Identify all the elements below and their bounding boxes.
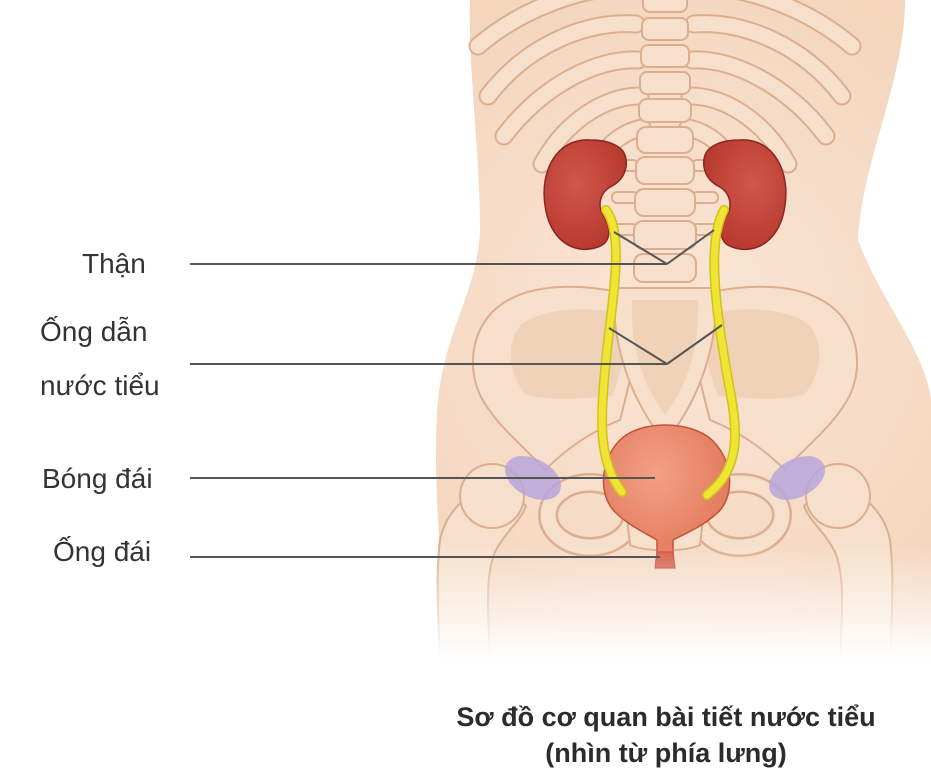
label-ureter-line1: Ống dẫn (40, 315, 147, 347)
vertebra (634, 221, 696, 249)
body-illustration (436, 0, 931, 662)
vertebra (642, 18, 688, 40)
vertebra (637, 127, 693, 153)
label-kidney: Thận (82, 248, 146, 279)
caption-subtitle: (nhìn từ phía lưng) (545, 738, 787, 768)
vertebra (636, 157, 694, 184)
label-bladder: Bóng đái (42, 463, 153, 494)
label-ureter-line2: nước tiểu (40, 370, 160, 401)
vertebra (634, 254, 696, 282)
vertebra (640, 72, 690, 94)
vertebra (635, 189, 695, 216)
vertebra (641, 45, 689, 67)
label-urethra: Ống đái (53, 535, 151, 567)
urethra (655, 552, 675, 568)
vertebra (643, 0, 687, 12)
vertebra (639, 99, 691, 122)
caption-title: Sơ đồ cơ quan bài tiết nước tiểu (456, 702, 875, 732)
